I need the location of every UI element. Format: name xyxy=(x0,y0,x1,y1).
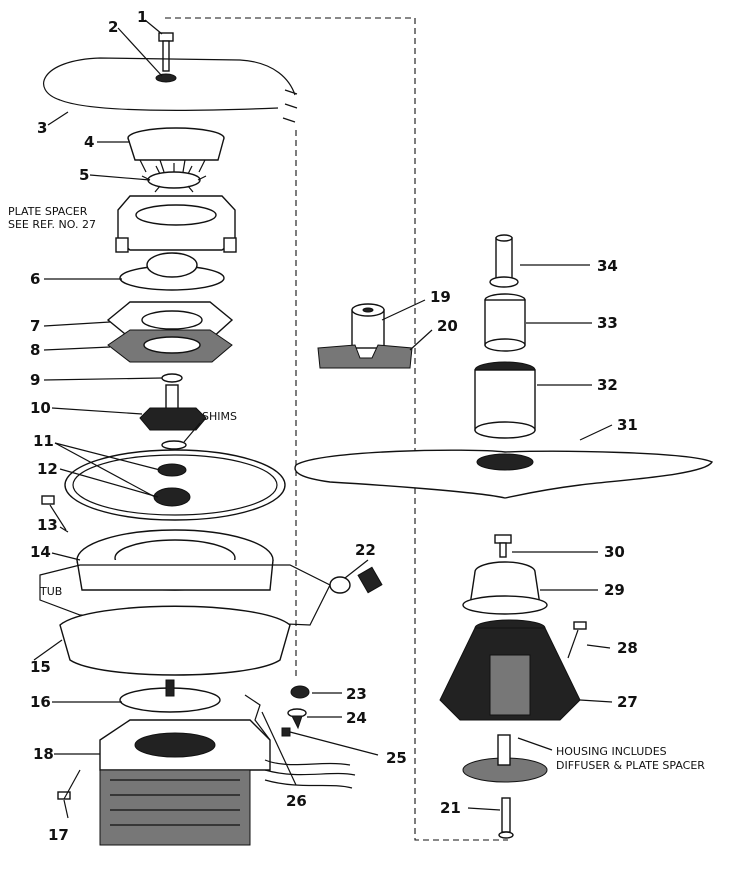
part-20-bracket xyxy=(317,344,413,369)
label-2: 2 xyxy=(108,18,118,36)
part-17-screw xyxy=(57,769,81,800)
note-housing-line2: DIFFUSER & PLATE SPACER xyxy=(556,759,705,772)
part-34-tube xyxy=(489,234,519,288)
leader-lines xyxy=(33,19,613,819)
part-3-heating-element xyxy=(43,57,296,111)
label-6: 6 xyxy=(30,270,40,288)
label-14: 14 xyxy=(30,543,51,561)
part-16-disc xyxy=(119,679,221,713)
part-30-nut xyxy=(494,534,512,558)
label-31: 31 xyxy=(617,416,638,434)
label-1: 1 xyxy=(137,8,147,26)
part-18-motor xyxy=(99,719,271,846)
label-26: 26 xyxy=(286,792,307,810)
part-10-impeller xyxy=(139,384,207,431)
note-plate-spacer-line2: SEE REF. NO. 27 xyxy=(8,218,96,231)
label-17: 17 xyxy=(48,826,69,844)
note-plate-spacer-line1: PLATE SPACER xyxy=(8,205,88,218)
note-shims: SHIMS xyxy=(202,410,237,423)
part-6-diffuser-cap xyxy=(119,252,225,291)
shims-washers xyxy=(161,440,187,450)
plate-spacer xyxy=(115,195,237,253)
tub-outline xyxy=(39,564,331,626)
part-26-clip xyxy=(244,694,271,741)
label-20: 20 xyxy=(437,317,458,335)
part-27-housing xyxy=(439,619,581,721)
label-8: 8 xyxy=(30,341,40,359)
label-34: 34 xyxy=(597,257,618,275)
part-11-12-seal-ring xyxy=(64,449,286,521)
label-30: 30 xyxy=(604,543,625,561)
part-7-plate xyxy=(106,301,234,339)
part-19-bushing xyxy=(351,303,385,349)
label-23: 23 xyxy=(346,685,367,703)
part-23-grommet xyxy=(290,685,310,699)
part-13-bolt xyxy=(41,495,67,531)
label-24: 24 xyxy=(346,709,367,727)
motor-wires xyxy=(264,759,356,789)
label-28: 28 xyxy=(617,639,638,657)
part-14-pump-housing xyxy=(76,529,274,591)
label-11: 11 xyxy=(33,432,54,450)
part-4-cover xyxy=(127,127,225,173)
part-5-star-washer xyxy=(141,163,207,193)
label-33: 33 xyxy=(597,314,618,332)
label-3: 3 xyxy=(37,119,47,137)
part-1-screw xyxy=(158,32,174,72)
label-10: 10 xyxy=(30,399,51,417)
label-9: 9 xyxy=(30,371,40,389)
label-25: 25 xyxy=(386,749,407,767)
label-19: 19 xyxy=(430,288,451,306)
part-31-spray-arm xyxy=(294,449,713,499)
label-16: 16 xyxy=(30,693,51,711)
part-24-screw xyxy=(287,708,307,730)
note-housing-line1: HOUSING INCLUDES xyxy=(556,745,667,758)
label-5: 5 xyxy=(79,166,89,184)
part-2-washer xyxy=(155,73,177,83)
label-13: 13 xyxy=(37,516,58,534)
part-28-bolt xyxy=(567,621,587,659)
label-27: 27 xyxy=(617,693,638,711)
label-18: 18 xyxy=(33,745,54,763)
diffuser xyxy=(462,734,548,783)
label-4: 4 xyxy=(84,133,94,151)
label-12: 12 xyxy=(37,460,58,478)
part-9-ring xyxy=(161,373,183,383)
assembly-dash-line xyxy=(165,17,508,841)
part-15-gasket xyxy=(59,605,291,676)
part-32-cylinder xyxy=(474,361,536,439)
part-25-screw xyxy=(281,727,291,737)
label-29: 29 xyxy=(604,581,625,599)
part-33-sleeve xyxy=(484,293,526,352)
part-22-clamp xyxy=(329,566,383,594)
label-21: 21 xyxy=(440,799,461,817)
label-7: 7 xyxy=(30,317,40,335)
label-22: 22 xyxy=(355,541,376,559)
label-15: 15 xyxy=(30,658,51,676)
part-8-gasket xyxy=(107,329,233,363)
part-29-cage xyxy=(462,561,548,615)
label-32: 32 xyxy=(597,376,618,394)
note-tub: TUB xyxy=(39,585,62,598)
part-21-screw xyxy=(498,797,514,839)
heater-terminals xyxy=(282,89,298,123)
